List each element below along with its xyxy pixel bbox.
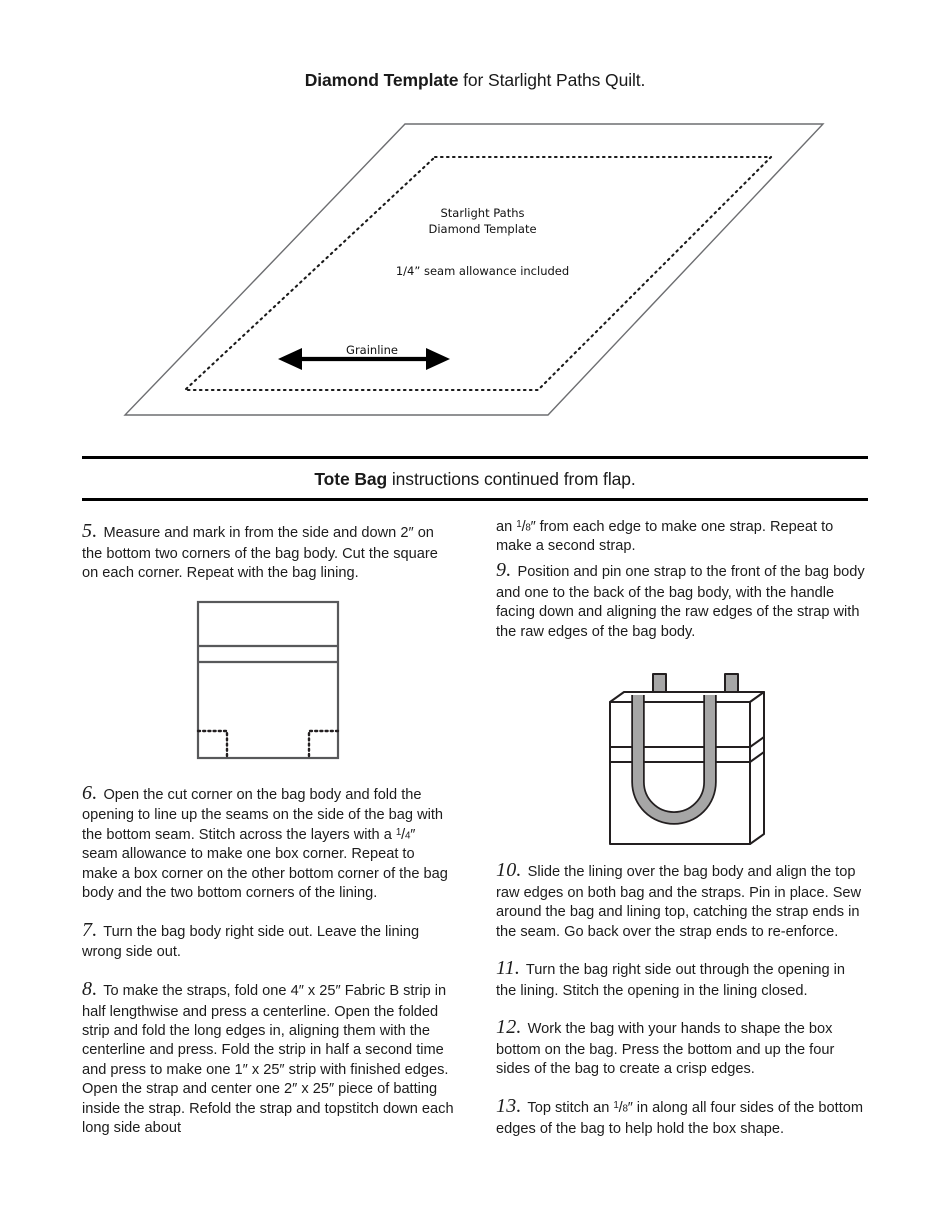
bag-body-diagram: [196, 600, 342, 760]
step-9-text: Position and pin one strap to the front …: [496, 563, 865, 640]
tote-bag-diagram-svg: [609, 673, 765, 845]
step-8-continued-paragraph: an 1/8″ from each edge to make one strap…: [496, 518, 868, 557]
step-13-text-b: in along all four sides of the bottom ed…: [496, 1099, 864, 1137]
step-13-number: 13.: [496, 1094, 522, 1117]
divider-rule-top: [82, 456, 868, 459]
diamond-template-figure: [100, 110, 850, 435]
grainline-label: Grainline: [346, 343, 398, 357]
tote-bag-title-bold: Tote Bag: [314, 469, 388, 489]
diamond-template-title-rest: for Starlight Paths Quilt.: [458, 70, 646, 90]
step-8-cont-fraction: 1/8″: [516, 518, 536, 535]
diamond-template-svg: [123, 123, 825, 416]
step-6-fraction-inch-mark: ″: [410, 826, 416, 843]
step-10-paragraph: 10. Slide the lining over the bag body a…: [496, 857, 868, 942]
diamond-template-name-line2: Diamond Template: [428, 222, 537, 237]
step-5-paragraph: 5. Measure and mark in from the side and…: [82, 518, 454, 584]
step-13-text-a: Top stitch an: [523, 1099, 614, 1116]
tote-bag-title-rest: instructions continued from flap.: [387, 469, 636, 489]
step-10-number: 10.: [496, 859, 522, 882]
grainline-arrow-icon: [278, 348, 450, 370]
front-strap-handle: [633, 695, 715, 823]
bag-body-cut-corner-right: [307, 729, 340, 760]
step-8-number: 8.: [82, 977, 98, 1000]
step-8-cont-fraction-denominator: 8: [525, 522, 531, 534]
step-6-text-a: Open the cut corner on the bag body and …: [82, 786, 444, 843]
diamond-seam-dotted-line: [182, 155, 774, 392]
step-5-text: Measure and mark in from the side and do…: [82, 525, 438, 582]
step-13-paragraph: 13. Top stitch an 1/8″ in along all four…: [496, 1093, 868, 1139]
bag-body-diagram-svg: [196, 600, 340, 760]
step-8-cont-fraction-numerator: 1: [516, 518, 522, 530]
step-9-number: 9.: [496, 558, 512, 581]
left-instruction-column: 5. Measure and mark in from the side and…: [82, 518, 454, 1139]
diamond-template-name-line1: Starlight Paths: [440, 206, 525, 220]
step-7-number: 7.: [82, 918, 98, 941]
diamond-outer-outline: [123, 123, 825, 416]
tote-bag-title: Tote Bag instructions continued from fla…: [82, 469, 868, 490]
step-12-text: Work the bag with your hands to shape th…: [496, 1021, 835, 1078]
step-8-cont-text-a: an: [496, 519, 517, 535]
diamond-template-title-bold: Diamond Template: [304, 70, 459, 90]
bag-body-outline: [196, 600, 340, 760]
step-8-paragraph: 8. To make the straps, fold one 4″ x 25″…: [82, 976, 454, 1139]
bag-right-side-panel: [749, 691, 765, 845]
step-6-fraction-denominator: 4: [404, 830, 411, 842]
step-13-fraction-denominator: 8: [622, 1103, 628, 1115]
step-11-paragraph: 11. Turn the bag right side out through …: [496, 955, 868, 1001]
diamond-template-name-label: Starlight Paths Diamond Template: [380, 205, 585, 238]
step-7-paragraph: 7. Turn the bag body right side out. Lea…: [82, 917, 454, 963]
step-11-number: 11.: [496, 957, 521, 980]
bag-side-lower-seam: [749, 751, 765, 763]
right-instruction-column: an 1/8″ from each edge to make one strap…: [496, 518, 868, 1139]
step-6-fraction: 1/4″: [395, 826, 416, 843]
bag-side-upper-seam: [749, 736, 765, 748]
bag-body-cut-corner-left: [196, 729, 229, 760]
step-8-text: To make the straps, fold one 4″ x 25″ Fa…: [82, 982, 454, 1137]
step-12-number: 12.: [496, 1016, 522, 1039]
step-13-fraction-inch-mark: ″: [627, 1099, 633, 1116]
step-13-fraction: 1/8″: [613, 1099, 633, 1116]
step-12-paragraph: 12. Work the bag with your hands to shap…: [496, 1014, 868, 1080]
step-7-text: Turn the bag body right side out. Leave …: [82, 923, 420, 961]
step-11-text: Turn the bag right side out through the …: [496, 962, 846, 999]
divider-rule-bottom: [82, 498, 868, 501]
step-13-fraction-numerator: 1: [613, 1099, 619, 1111]
tote-bag-diagram: [598, 662, 778, 854]
step-10-text: Slide the lining over the bag body and a…: [496, 864, 862, 940]
step-5-number: 5.: [82, 520, 98, 542]
step-6-fraction-numerator: 1: [395, 826, 402, 838]
step-6-text-b: seam allowance to make one box corner. R…: [82, 846, 448, 902]
step-8-cont-fraction-inch-mark: ″: [530, 519, 536, 535]
diamond-seam-allowance-label: 1/4” seam allowance included: [395, 264, 570, 278]
diamond-template-title: Diamond Template for Starlight Paths Qui…: [0, 70, 950, 91]
step-9-paragraph: 9. Position and pin one strap to the fro…: [496, 557, 868, 642]
step-8-cont-text-b: from each edge to make one strap. Repeat…: [496, 519, 834, 555]
step-6-number: 6.: [82, 781, 98, 804]
step-6-paragraph: 6. Open the cut corner on the bag body a…: [82, 780, 454, 904]
